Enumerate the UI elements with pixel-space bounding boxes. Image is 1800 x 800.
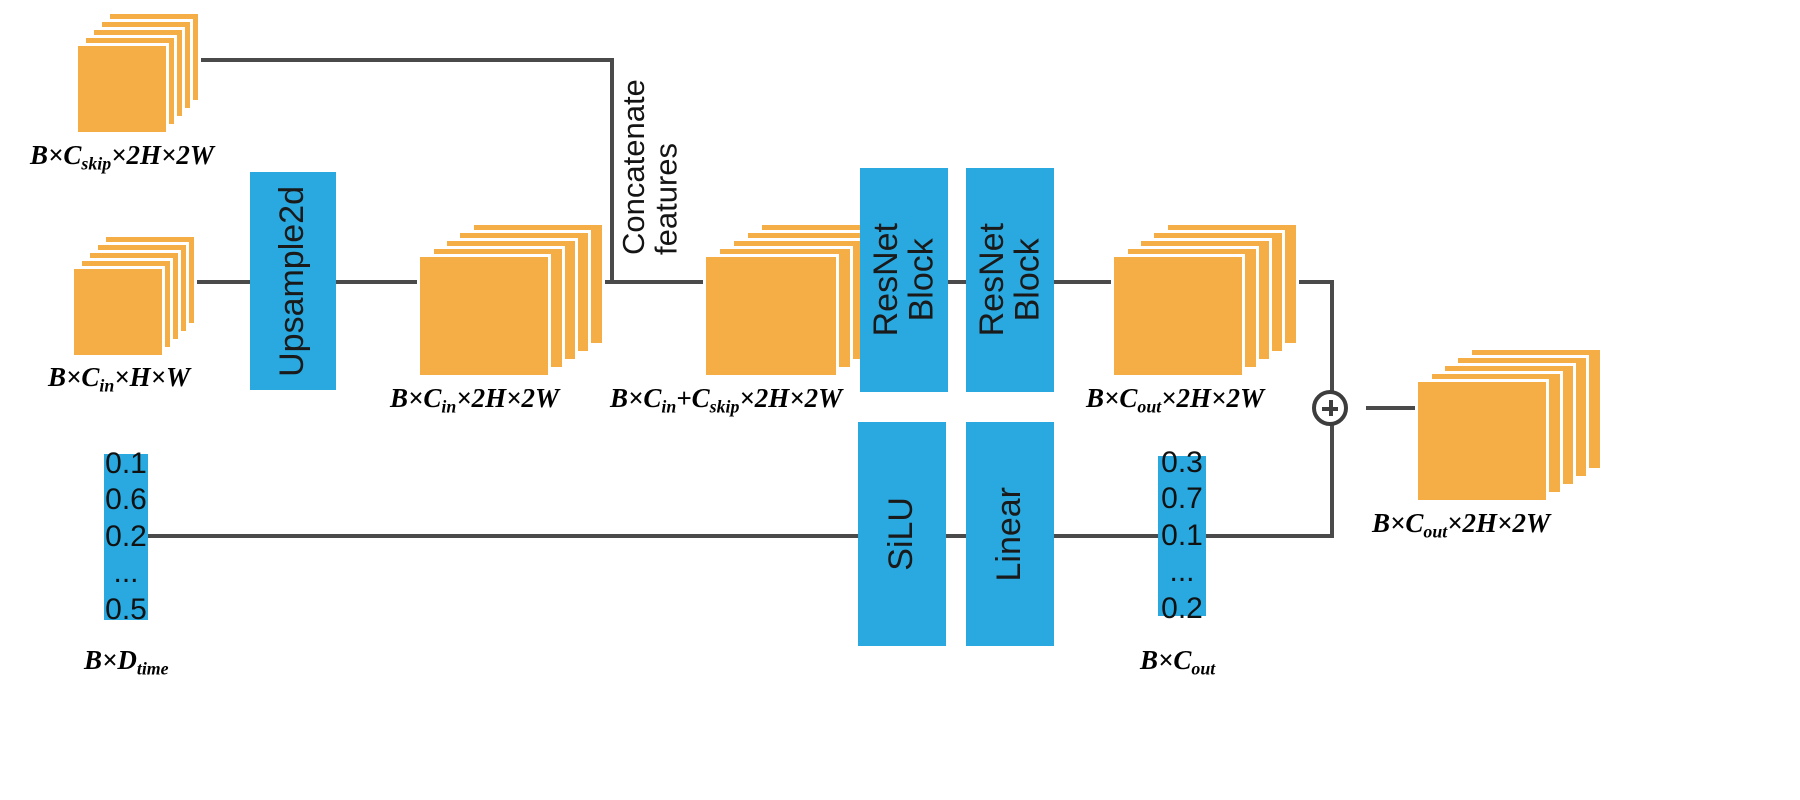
vector-cell-ellipsis: ... [1169,555,1195,589]
vector-cell: 0.7 [1161,482,1203,516]
label-concatenated-shape: B×Cin+Cskip×2H×2W [610,383,842,418]
stack-sheet [1114,257,1242,375]
block-upsample2d-label: Upsample2d [273,185,312,377]
label-text-sub: out [1191,658,1216,679]
label-skip-input-shape: B×Cskip×2H×2W [30,140,214,175]
wire-time-to-silu [148,534,864,538]
label-text-sub: in [441,396,457,417]
vector-time-embedding: 0.1 0.6 0.2 ... 0.5 [104,447,148,626]
vector-cell: 0.3 [1161,445,1203,479]
wire-plus-to-final [1366,406,1424,410]
wire-timeproj-to-rail [1206,534,1334,538]
label-text-prefix: B×C [1086,383,1138,413]
vector-cell-ellipsis: ... [113,556,139,590]
label-final-output-shape: B×Cout×2H×2W [1372,508,1550,543]
wire-right-rail-vertical [1330,280,1334,406]
label-resnet-output-shape: B×Cout×2H×2W [1086,383,1264,418]
label-time-embedding-shape: B×Dtime [84,645,169,680]
label-text-suffix: ×2H×2W [456,383,560,413]
wire-silu-to-linear [946,534,968,538]
label-projected-time-shape: B×Cout [1140,645,1215,680]
block-resnet-1[interactable]: ResNet Block [860,168,948,392]
stack-sheet [706,257,836,375]
label-text-sub: in [99,375,115,396]
label-text-suffix: ×2H×2W [1161,383,1264,413]
label-text-sub2: skip [709,396,740,417]
block-upsample2d[interactable]: Upsample2d [250,172,336,390]
label-text-prefix: B×D [84,645,137,675]
label-text-sub: skip [81,153,112,174]
label-upsampled-shape: B×Cin×2H×2W [390,383,559,418]
block-silu[interactable]: SiLU [858,422,946,646]
label-text-suffix: ×H×W [114,362,191,392]
vector-cell: 0.1 [105,446,147,480]
vector-cell: 0.2 [105,519,147,553]
wire-resnet2-to-outstack [1054,280,1114,284]
vector-cell: 0.2 [1161,591,1203,625]
block-resnet-2[interactable]: ResNet Block [966,168,1054,392]
label-text-prefix: B×C [610,383,662,413]
label-main-input-shape: B×Cin×H×W [48,362,190,397]
stack-sheet [78,46,166,132]
vector-projected-time-embedding: 0.3 0.7 0.1 ... 0.2 [1158,446,1206,625]
vector-cell: 0.6 [105,483,147,517]
block-resnet-1-label: ResNet Block [866,223,940,337]
wire-linear-to-timeproj [1054,534,1158,538]
stack-concatenated [706,225,892,375]
wire-skip-horizontal [188,58,614,62]
label-text-prefix: B×C [1140,645,1192,675]
stack-sheet [1418,382,1546,500]
label-text-sub: out [1137,396,1162,417]
stack-upsampled [420,225,602,375]
label-text-sub: time [136,658,169,679]
annotation-concatenate-features: Concatenate features [616,79,684,255]
block-resnet-2-label: ResNet Block [972,223,1046,337]
wire-concat-to-stack [610,280,706,284]
wire-skip-vertical-down [610,58,614,280]
block-silu-label: SiLU [882,497,921,571]
label-text-suffix: ×2H×2W [1447,508,1550,538]
label-text-prefix: B×C [48,362,100,392]
wire-input-to-upsample [188,280,250,284]
wire-resnet1-to-resnet2 [946,280,968,284]
label-text-prefix: B×C [1372,508,1424,538]
label-text-suffix: ×2H×2W [111,140,214,170]
stack-resnet-output [1114,225,1296,375]
label-text-suffix: ×2H×2W [739,383,843,413]
vector-cell: 0.5 [105,592,147,626]
label-text-sub: out [1423,521,1448,542]
stack-main-input [74,237,194,355]
wire-rail-bottom-vertical [1330,406,1334,538]
block-linear-label: Linear [990,486,1029,582]
label-text-prefix: B×C [390,383,442,413]
label-text-sub: in [661,396,677,417]
vector-cell: 0.1 [1161,518,1203,552]
label-text-prefix: B×C [30,140,82,170]
block-linear[interactable]: Linear [966,422,1054,646]
stack-skip-input [78,14,198,132]
stack-sheet [74,269,162,355]
stack-sheet [420,257,548,375]
stack-final-output [1418,350,1600,500]
add-operator-node [1312,390,1348,426]
label-text-mid: +C [676,383,710,413]
wire-upsample-to-upsampled [336,280,420,284]
